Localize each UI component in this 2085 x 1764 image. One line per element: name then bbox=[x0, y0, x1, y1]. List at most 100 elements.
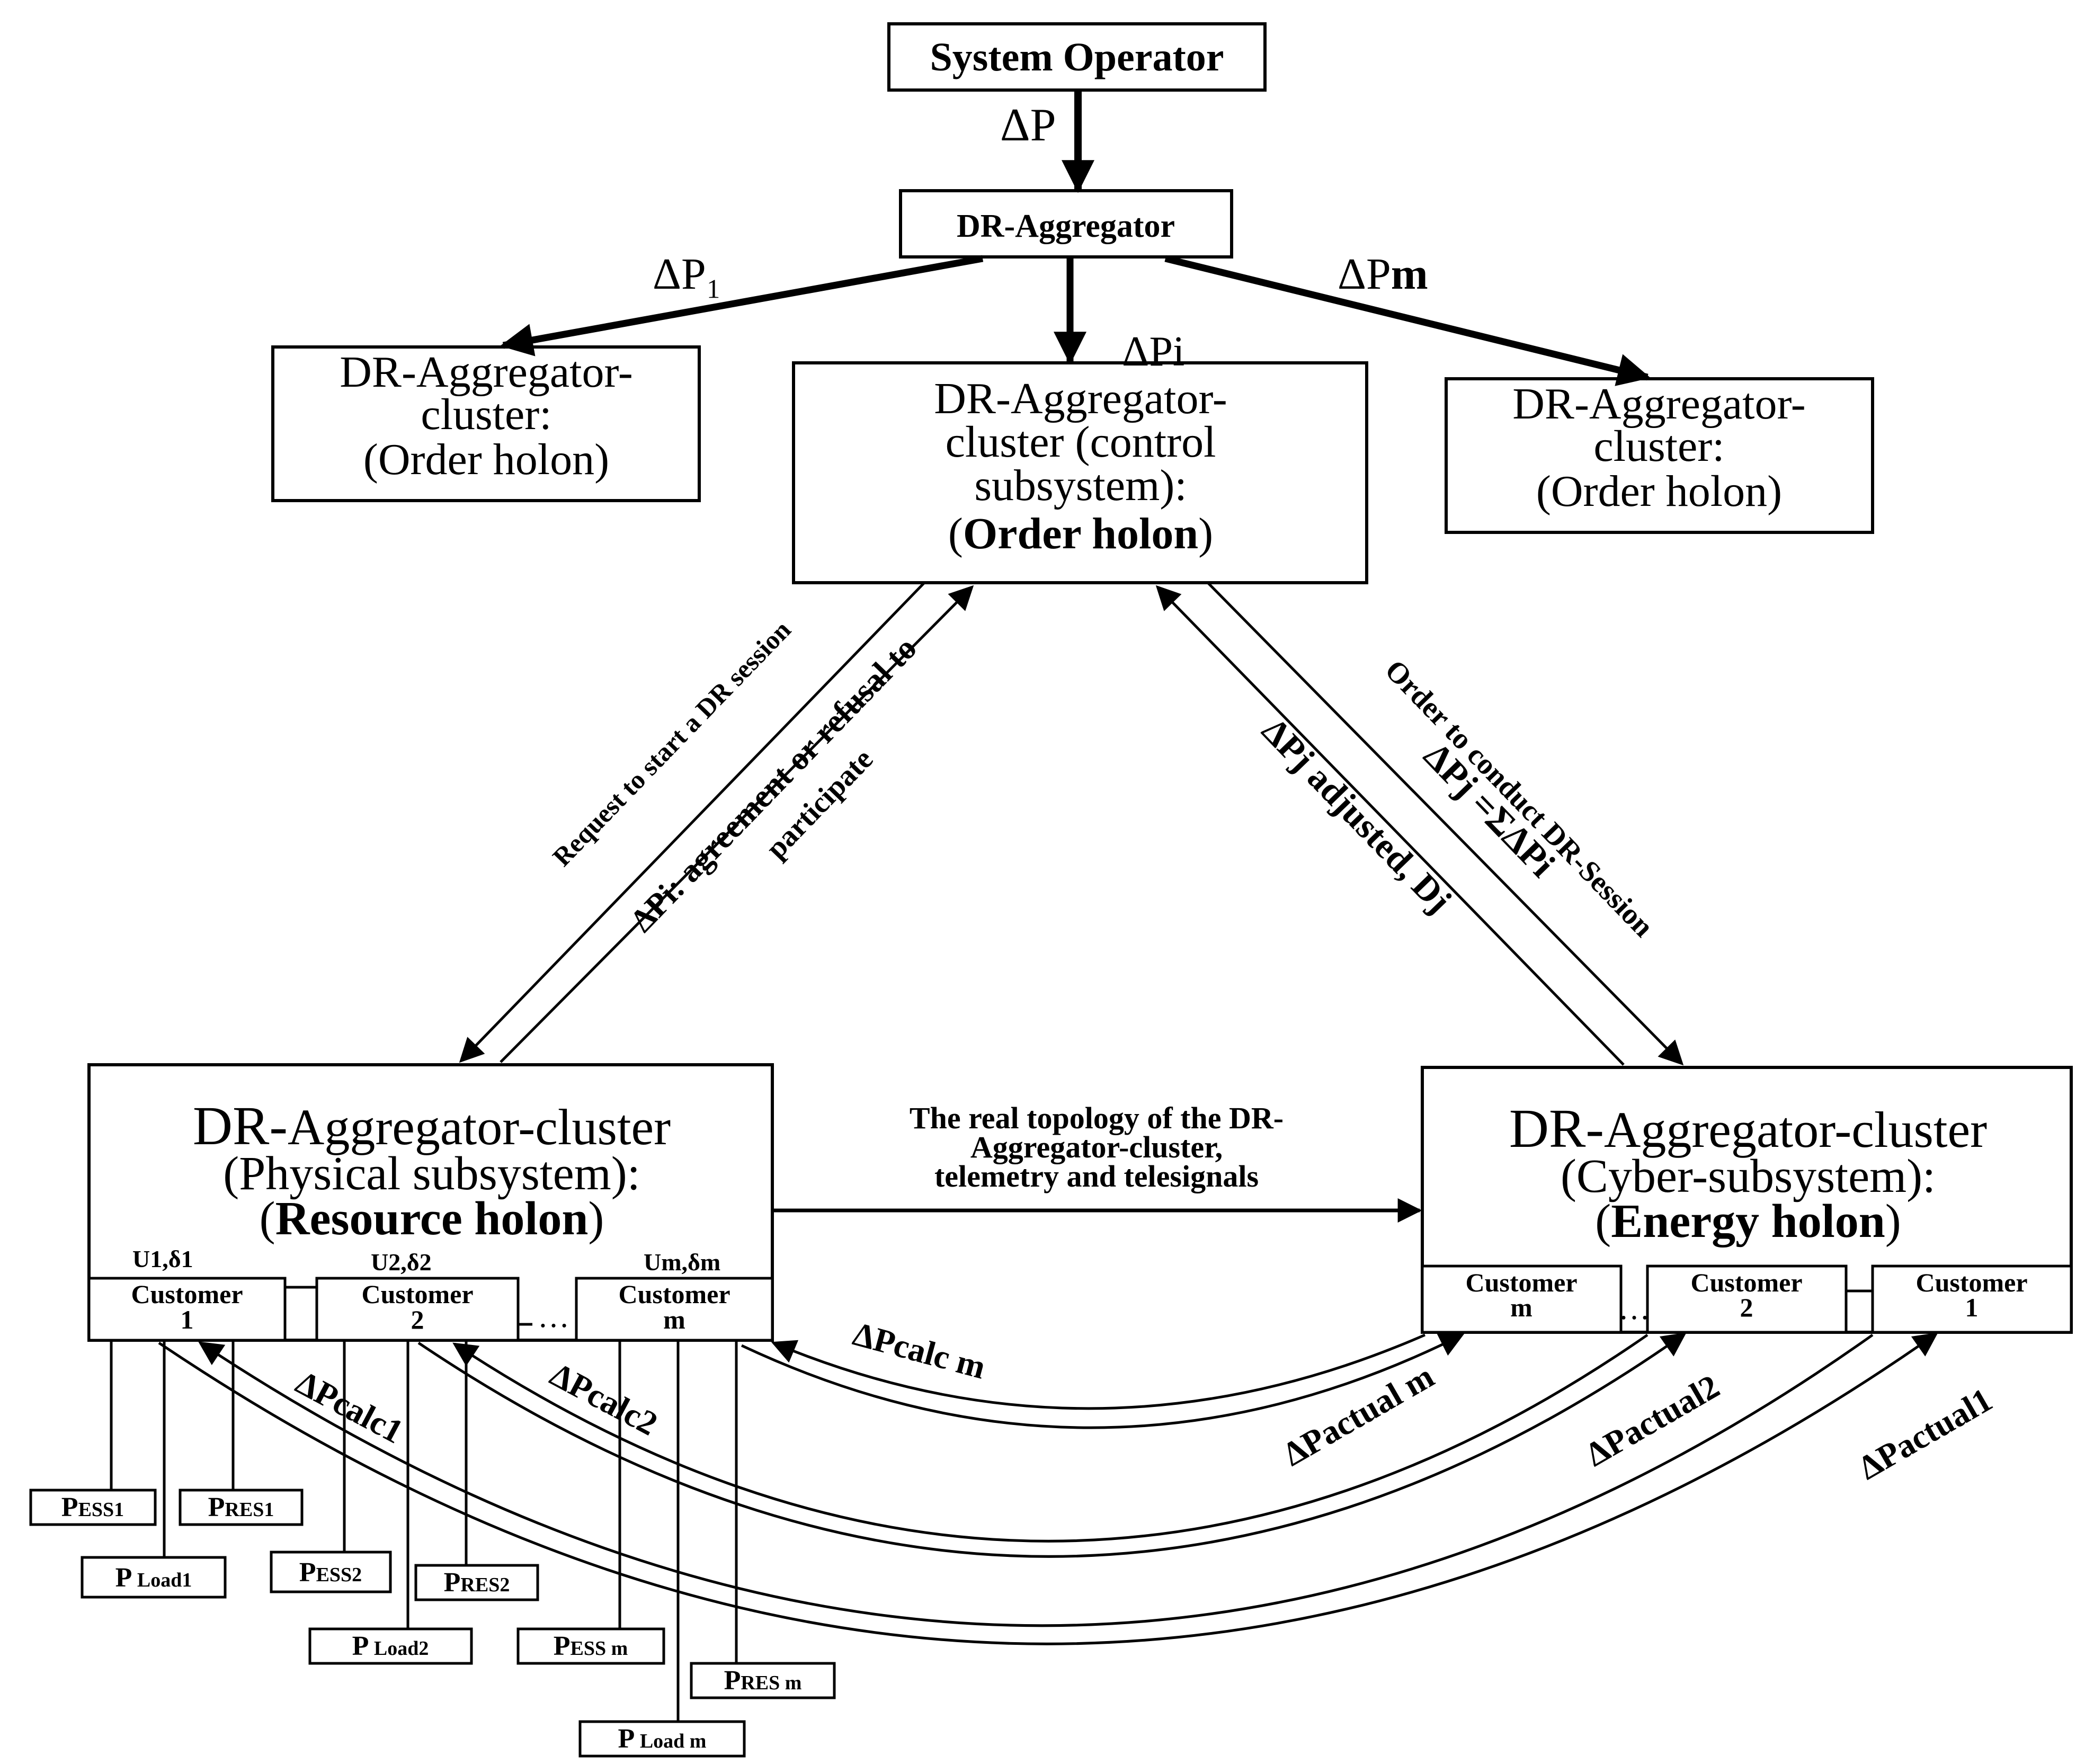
res-label-loadm-p: P bbox=[618, 1724, 635, 1754]
right-order-line-2: cluster: bbox=[1593, 422, 1724, 471]
left-order-holon-box bbox=[271, 345, 701, 502]
customer-left-1-bottom: 1 bbox=[181, 1305, 194, 1334]
customer-right-1-bottom: 1 bbox=[1965, 1293, 1979, 1322]
label-dpactualm: ΔPactual m bbox=[1277, 1357, 1440, 1473]
res-box-resm bbox=[690, 1662, 836, 1699]
customer-left-m-top: Customer bbox=[618, 1279, 730, 1309]
customer-right-m-bottom: m bbox=[1510, 1293, 1532, 1322]
label-dpcalcm: ΔPcalc m bbox=[849, 1315, 990, 1386]
left-order-line-1: DR-Aggregator- bbox=[340, 348, 632, 397]
cyber-bold: Energy holon bbox=[1611, 1195, 1885, 1248]
customer-left-1-top: Customer bbox=[131, 1279, 243, 1309]
res-label-res2: PRES2 bbox=[444, 1567, 510, 1598]
physical-title-rest: Aggregator-cluster bbox=[288, 1099, 671, 1155]
arrow-order-conduct-dr-session bbox=[1207, 582, 1684, 1066]
customer-param-2: U2,δ2 bbox=[371, 1249, 432, 1276]
label-dpm: ΔPm bbox=[1338, 250, 1428, 299]
arrow-aggregator-to-left-cluster bbox=[500, 255, 984, 357]
res-label-res1-p: P bbox=[208, 1492, 225, 1522]
res-label-loadm-sub: Load m bbox=[635, 1730, 706, 1752]
label-dpactual2: ΔPactual2 bbox=[1579, 1367, 1726, 1474]
customer-box-right-m bbox=[1421, 1264, 1623, 1334]
res-box-essm bbox=[516, 1627, 665, 1665]
res-label-res2-sub: RES2 bbox=[460, 1574, 510, 1596]
cyber-close: ) bbox=[1885, 1195, 1901, 1248]
res-box-res2 bbox=[414, 1564, 539, 1601]
arrow-request-dr-session bbox=[459, 582, 925, 1063]
res-label-ess2-p: P bbox=[299, 1557, 316, 1588]
physical-close: ) bbox=[588, 1192, 604, 1245]
label-dp1: ΔP₁ bbox=[653, 250, 721, 299]
physical-bold: Resource holon bbox=[275, 1192, 589, 1245]
res-box-ess1 bbox=[29, 1489, 157, 1526]
customer-param-1: U1,δ1 bbox=[132, 1245, 193, 1272]
right-order-line-1: DR-Aggregator- bbox=[1512, 379, 1805, 429]
res-label-res1-sub: RES1 bbox=[225, 1499, 274, 1521]
res-label-essm-p: P bbox=[554, 1631, 571, 1661]
label-request-dr-session: Request to start a DR session bbox=[547, 614, 797, 872]
label-dpm-bold: m bbox=[1391, 250, 1428, 299]
customer-left-m-bottom: m bbox=[663, 1305, 685, 1334]
cyber-title: DR-Aggregator-cluster bbox=[1509, 1098, 1987, 1159]
center-order-bold: Order holon bbox=[963, 509, 1198, 558]
res-label-load1-sub: Load1 bbox=[132, 1569, 192, 1591]
res-label-resm: PRES m bbox=[724, 1665, 802, 1696]
res-box-res1 bbox=[179, 1489, 304, 1526]
system-operator-box bbox=[887, 22, 1267, 92]
cyber-title-dr: DR- bbox=[1509, 1098, 1604, 1159]
res-label-ess1: PESS1 bbox=[61, 1492, 124, 1522]
res-label-essm-sub: ESS m bbox=[570, 1637, 628, 1660]
customer-ellipsis-left: … bbox=[538, 1299, 569, 1334]
arrow-agreement-or-refusal bbox=[500, 585, 974, 1063]
customer-box-left-2 bbox=[315, 1277, 520, 1342]
physical-line-3: (Resource holon) bbox=[260, 1192, 604, 1245]
res-box-loadm bbox=[578, 1720, 746, 1758]
customer-box-right-1 bbox=[1871, 1264, 2073, 1334]
res-label-resm-p: P bbox=[724, 1665, 741, 1696]
customer-right-2-top: Customer bbox=[1690, 1268, 1802, 1297]
dr-aggregator-label: DR-Aggregator bbox=[957, 208, 1175, 244]
physical-open: ( bbox=[260, 1192, 275, 1245]
customer-box-left-1 bbox=[87, 1277, 287, 1342]
left-order-line-2: cluster: bbox=[421, 390, 551, 439]
customer-right-m-top: Customer bbox=[1465, 1268, 1577, 1297]
customer-param-m: Um,δm bbox=[644, 1249, 720, 1276]
label-dpj-adjusted: ΔPj adjusted, Dj bbox=[1254, 710, 1459, 920]
center-order-line-2: cluster (control bbox=[946, 417, 1216, 467]
label-agreement-line-1: ΔPi: agreement or refusal to bbox=[623, 630, 923, 939]
customer-box-left-m bbox=[575, 1277, 774, 1342]
res-label-essm: PESS m bbox=[554, 1631, 628, 1661]
res-box-load1 bbox=[81, 1556, 227, 1599]
arrow-dpactual1 bbox=[158, 1332, 1938, 1645]
res-label-ess2-sub: ESS2 bbox=[316, 1564, 362, 1586]
customer-right-2-bottom: 2 bbox=[1740, 1293, 1753, 1322]
dr-aggregator-box bbox=[899, 189, 1233, 259]
physical-title-dr: DR- bbox=[193, 1095, 288, 1156]
right-order-line-3: (Order holon) bbox=[1536, 467, 1782, 516]
arrow-dpcalc-m bbox=[771, 1333, 1425, 1410]
label-dpm-base: ΔP bbox=[1338, 250, 1391, 299]
res-label-resm-sub: RES m bbox=[741, 1672, 801, 1694]
arrow-dpactual2 bbox=[417, 1332, 1687, 1558]
label-topology-line-2: Aggregator-cluster, bbox=[970, 1130, 1223, 1164]
arrow-dpcalc2 bbox=[452, 1333, 1649, 1543]
res-box-ess2 bbox=[270, 1551, 392, 1593]
res-label-res2-p: P bbox=[444, 1567, 461, 1598]
label-dpi: ΔPi bbox=[1122, 328, 1184, 375]
cyber-line-2: (Cyber-subsystem): bbox=[1561, 1150, 1936, 1202]
res-box-load2 bbox=[308, 1627, 473, 1665]
customer-box-right-2 bbox=[1646, 1264, 1848, 1334]
res-label-load1-p: P bbox=[115, 1563, 132, 1593]
center-order-holon-box bbox=[792, 361, 1368, 584]
arrow-dpj-adjusted bbox=[1155, 585, 1625, 1066]
physical-title: DR-Aggregator-cluster bbox=[193, 1095, 671, 1156]
center-order-line-3: subsystem): bbox=[974, 461, 1187, 510]
customer-left-2-top: Customer bbox=[361, 1279, 473, 1309]
center-order-open: ( bbox=[948, 509, 963, 558]
system-operator-label: System Operator bbox=[930, 35, 1224, 79]
res-label-load2-sub: Load2 bbox=[369, 1637, 429, 1660]
res-label-ess2: PESS2 bbox=[299, 1557, 362, 1588]
physical-line-2: (Physical subsystem): bbox=[223, 1147, 640, 1200]
arrow-dpactual-m bbox=[741, 1333, 1465, 1429]
